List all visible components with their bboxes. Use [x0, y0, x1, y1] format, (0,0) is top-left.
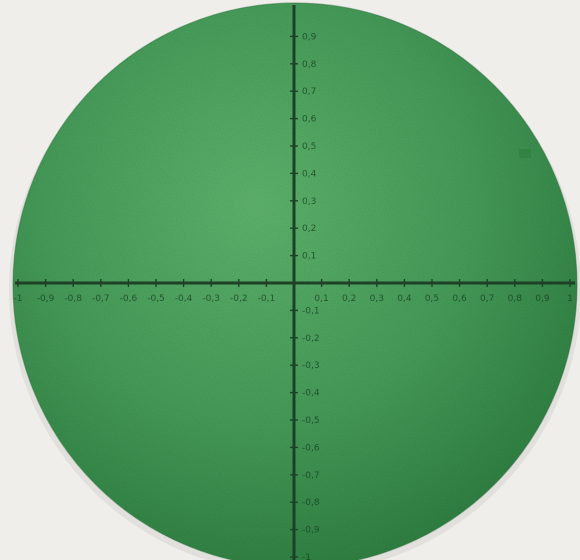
x-positive-tick-label: 0,2	[342, 294, 356, 304]
x-positive-tick-label: 0,5	[425, 294, 439, 304]
y-positive-tick-label: 0,8	[302, 60, 317, 70]
x-negative-tick-label: -0,8	[64, 294, 82, 304]
x-positive-tick-label: 0,4	[397, 294, 412, 304]
y-negative-tick-label: -0,6	[302, 443, 320, 453]
y-positive-tick-label: 0,1	[302, 252, 316, 262]
y-negative-tick-label: -0,4	[302, 389, 320, 399]
y-negative-tick-label: -0,1	[302, 306, 320, 316]
x-negative-tick-label: -0,4	[175, 294, 193, 304]
x-negative-tick-label: -0,9	[37, 294, 55, 304]
x-positive-tick-label: 0,1	[314, 294, 328, 304]
x-positive-tick-label: 0,7	[480, 294, 494, 304]
x-negative-tick-label: -1	[14, 294, 23, 304]
y-positive-tick-label: 0,2	[302, 224, 316, 234]
y-positive-tick-label: 0,7	[302, 87, 316, 97]
x-positive-tick-label: 0,9	[535, 294, 550, 304]
y-negative-tick-label: -0,5	[302, 416, 320, 426]
y-positive-tick-label: 0,5	[302, 142, 316, 152]
y-negative-tick-label: -0,3	[302, 361, 320, 371]
y-negative-tick-label: -1	[302, 553, 311, 560]
y-positive-tick-label: 0,9	[302, 32, 317, 42]
y-positive-tick-label: 0,3	[302, 197, 316, 207]
y-negative-tick-label: -0,9	[302, 526, 320, 536]
y-positive-tick-label: 0,6	[302, 115, 317, 125]
y-negative-tick-label: -0,8	[302, 498, 320, 508]
x-negative-tick-label: -0,5	[147, 294, 165, 304]
y-negative-tick-label: -0,2	[302, 334, 320, 344]
x-positive-tick-label: 0,6	[452, 294, 467, 304]
x-negative-tick-label: -0,2	[230, 294, 248, 304]
x-negative-tick-label: -0,3	[202, 294, 220, 304]
tick-layer: -1 -0,9 -0,8 -0,7 -0,6 -0,5 -0,4 -0,3 -0,2 -0,1 0,…	[14, 32, 573, 560]
paper-mark	[519, 149, 531, 158]
y-positive-tick-label: 0,4	[302, 169, 317, 179]
drawn-axes	[15, 5, 575, 560]
disk-edge	[12, 2, 578, 560]
x-negative-tick-label: -0,7	[92, 294, 110, 304]
y-negative-tick-label: -0,7	[302, 471, 320, 481]
x-positive-tick-label: 0,3	[370, 294, 384, 304]
x-positive-tick-label: 0,8	[508, 294, 523, 304]
x-negative-tick-label: -0,1	[258, 294, 276, 304]
x-negative-tick-label: -0,6	[120, 294, 138, 304]
x-positive-tick-label: 1	[567, 294, 573, 304]
